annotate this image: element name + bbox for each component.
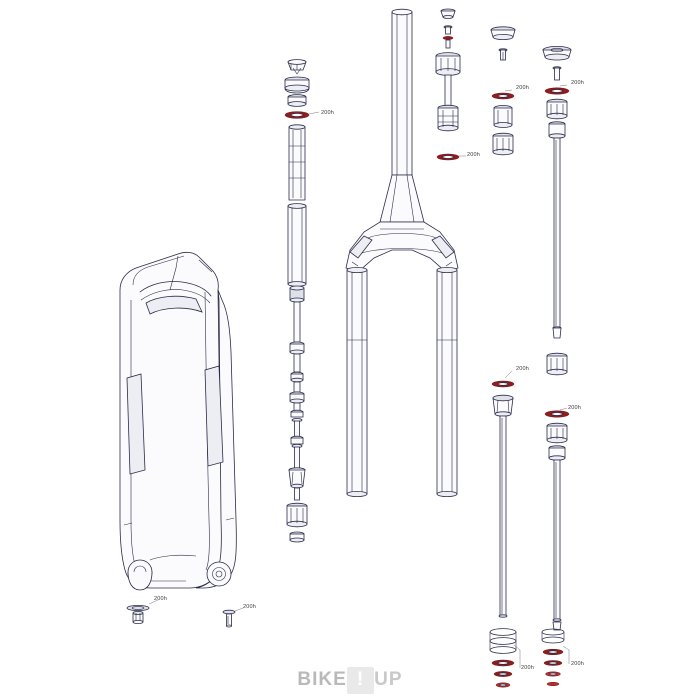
part-label: 200h	[321, 110, 335, 116]
fork-crown-steerer-upper-tubes	[345, 8, 459, 497]
seal-head-group-mid	[491, 370, 515, 618]
part-label: 200h	[516, 366, 530, 372]
part-label: 200h	[154, 596, 168, 602]
part-label: 200h	[568, 405, 582, 411]
coil-spring-seal-stack-left	[489, 628, 521, 688]
part-label: 200h	[571, 661, 585, 667]
fork-lower-leg-assembly	[119, 251, 237, 591]
part-label: 200h	[516, 85, 530, 91]
watermark-text-box: !	[346, 667, 375, 694]
seal-stack-right	[541, 628, 570, 687]
seal-head-group-left	[490, 26, 516, 156]
watermark-text-left: BIKE	[297, 669, 347, 690]
damper-cartridge-assembly	[284, 59, 320, 543]
air-spring-top-cap-group	[435, 8, 466, 161]
bottom-bolt-left	[126, 599, 159, 625]
watermark: BIKE!UP	[0, 667, 700, 694]
part-label: 200h	[571, 80, 585, 86]
part-label: 200h	[243, 604, 257, 610]
part-label: 200h	[521, 665, 535, 671]
damper-top-cap-group-right	[542, 46, 572, 339]
part-label: 200h	[467, 152, 481, 158]
watermark-text-right: UP	[374, 669, 403, 690]
bottom-bolt-right	[222, 607, 244, 628]
damper-group-mid-right	[544, 352, 570, 631]
